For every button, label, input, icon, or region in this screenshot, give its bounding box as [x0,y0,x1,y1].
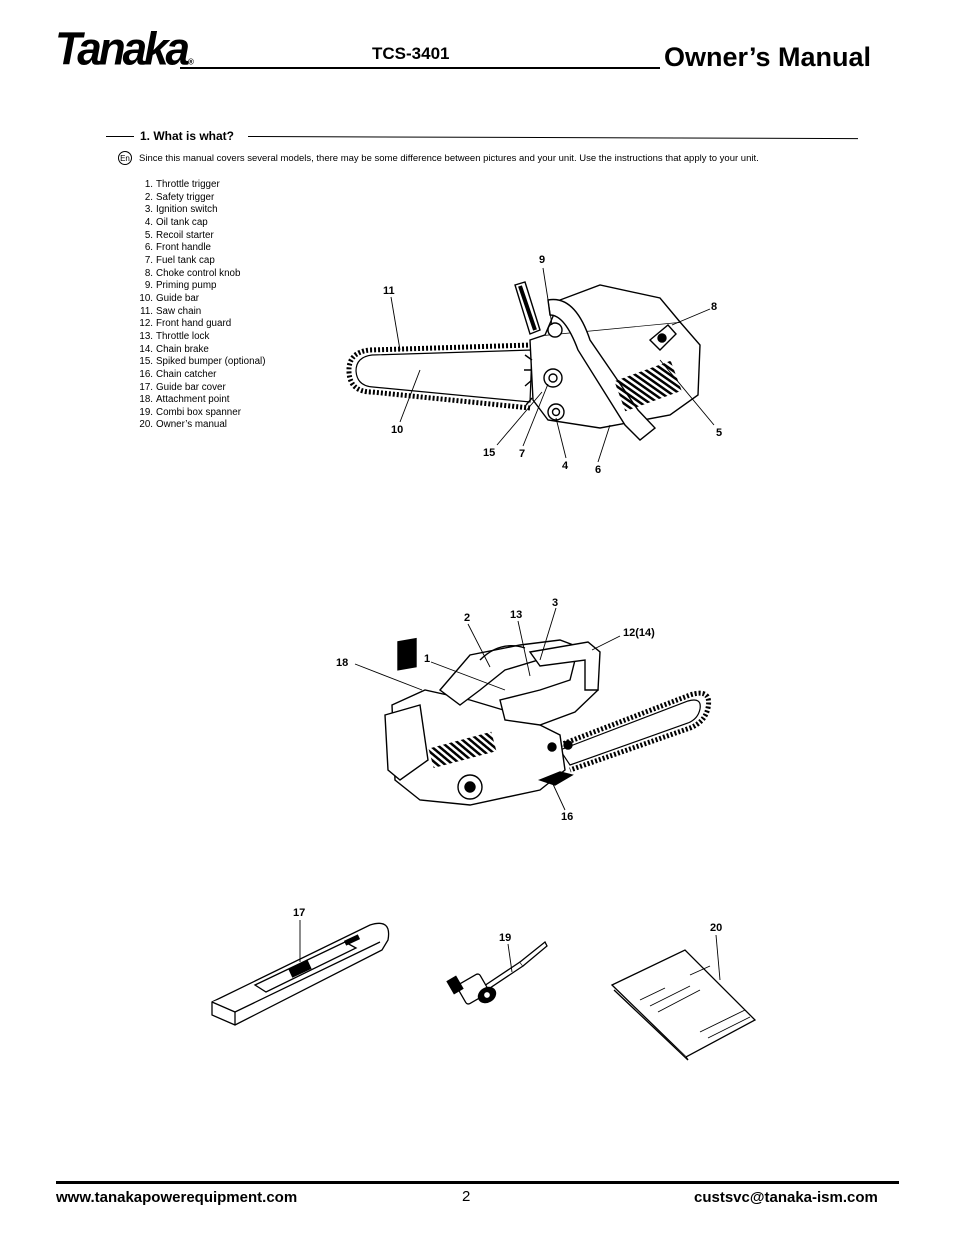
list-item: 3.Ignition switch [144,204,218,216]
callout-3: 3 [552,597,558,609]
callout-18: 18 [336,657,348,669]
list-item: 7.Fuel tank cap [144,254,215,266]
top-handle-drawing [438,639,599,726]
callout-2: 2 [464,612,470,624]
owners-manual-drawing [610,949,757,1061]
leader-19 [507,943,513,973]
callout-12-14: 12(14) [623,627,655,639]
footer-website[interactable]: www.tanakapowerequipment.com [56,1189,298,1206]
callout-9: 9 [539,254,545,266]
list-item: 10.Guide bar [139,292,200,304]
header-rule [180,67,660,69]
list-item: 5.Recoil starter [144,229,214,241]
chainsaw-side-figure [346,281,701,441]
model-number: TCS-3401 [372,44,450,63]
guide-bar-drawing [355,349,533,403]
callout-7: 7 [519,448,525,460]
figure1-leader-lines [390,267,715,463]
list-item: 1.Throttle trigger [144,179,220,190]
list-item: 8.Choke control knob [144,267,241,279]
combi-spanner-drawing [446,940,548,1005]
list-item: 13.Throttle lock [139,330,210,342]
callout-19: 19 [499,932,511,944]
document-title: Owner’s Manual [664,42,872,72]
vent-grille-drawing-2 [428,731,497,768]
callout-13: 13 [510,609,522,621]
callout-16: 16 [561,811,573,823]
brand-logo: Tanaka® [55,23,194,75]
list-item: 17.Guide bar cover [139,381,226,393]
chainsaw-top-figure [384,637,712,806]
callout-10: 10 [391,424,403,436]
list-item: 20.Owner’s manual [139,419,227,431]
footer-rule [56,1181,899,1184]
list-item: 6.Front handle [144,242,212,254]
list-item: 15.Spiked bumper (optional) [139,356,266,368]
callout-8: 8 [711,301,717,313]
callout-20: 20 [710,922,722,934]
saw-chain-drawing-2 [559,690,712,773]
intro-text: Since this manual covers several models,… [139,153,759,164]
callout-1: 1 [424,653,430,665]
list-item: 16.Chain catcher [139,368,217,380]
section-rule-left [106,136,134,137]
list-item: 14.Chain brake [139,343,209,355]
vent-grille-drawing [614,360,682,412]
guide-bar-cover-drawing [211,922,390,1026]
parts-list: 1.Throttle trigger 2.Safety trigger 3.Ig… [138,179,265,432]
registered-mark: ® [188,57,194,67]
section-heading: 1. What is what? [140,129,235,143]
list-item: 19.Combi box spanner [139,406,241,418]
fuel-tank-cap-drawing [543,368,563,388]
callout-6: 6 [595,464,601,476]
guide-bar-drawing-2 [559,699,701,766]
callout-17: 17 [293,907,305,919]
callout-4: 4 [562,460,569,472]
list-item: 18.Attachment point [139,394,230,406]
callout-5: 5 [716,427,722,439]
callout-11: 11 [383,285,395,297]
figure2-leader-lines [354,607,621,811]
list-item: 2.Safety trigger [144,191,215,203]
saw-chain-drawing [346,342,533,411]
list-item: 4.Oil tank cap [144,216,208,228]
list-item: 9.Priming pump [144,280,217,292]
callout-15: 15 [483,447,495,459]
front-hand-guard-drawing [528,641,601,691]
footer-email[interactable]: custsvc@tanaka-ism.com [694,1189,878,1206]
list-item: 12.Front hand guard [139,318,232,330]
page-number: 2 [462,1188,471,1205]
oil-tank-cap-drawing [547,403,565,421]
language-badge: En [118,151,132,165]
list-item: 11.Saw chain [140,305,202,317]
leader-20 [715,934,721,981]
